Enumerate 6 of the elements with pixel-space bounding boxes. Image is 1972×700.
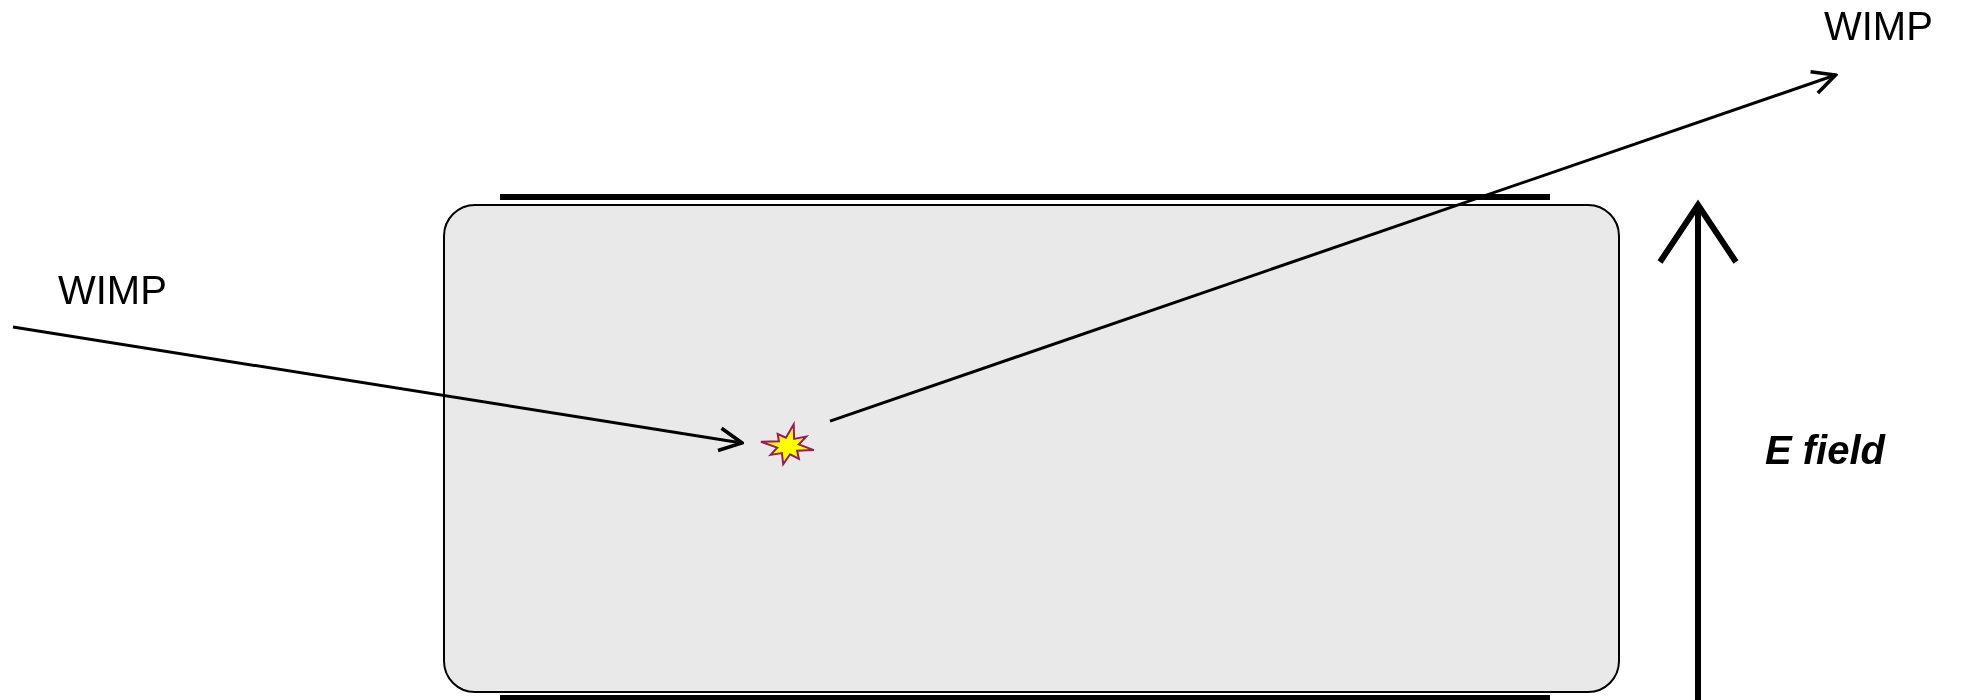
particle-label: WIMP xyxy=(1824,4,1933,48)
trajectory-arrow xyxy=(12,325,744,453)
field-label: E field xyxy=(1765,428,1886,473)
particle-label: WIMP xyxy=(58,268,167,312)
detector-chamber xyxy=(443,204,1620,693)
trajectory-arrow xyxy=(829,69,1838,423)
